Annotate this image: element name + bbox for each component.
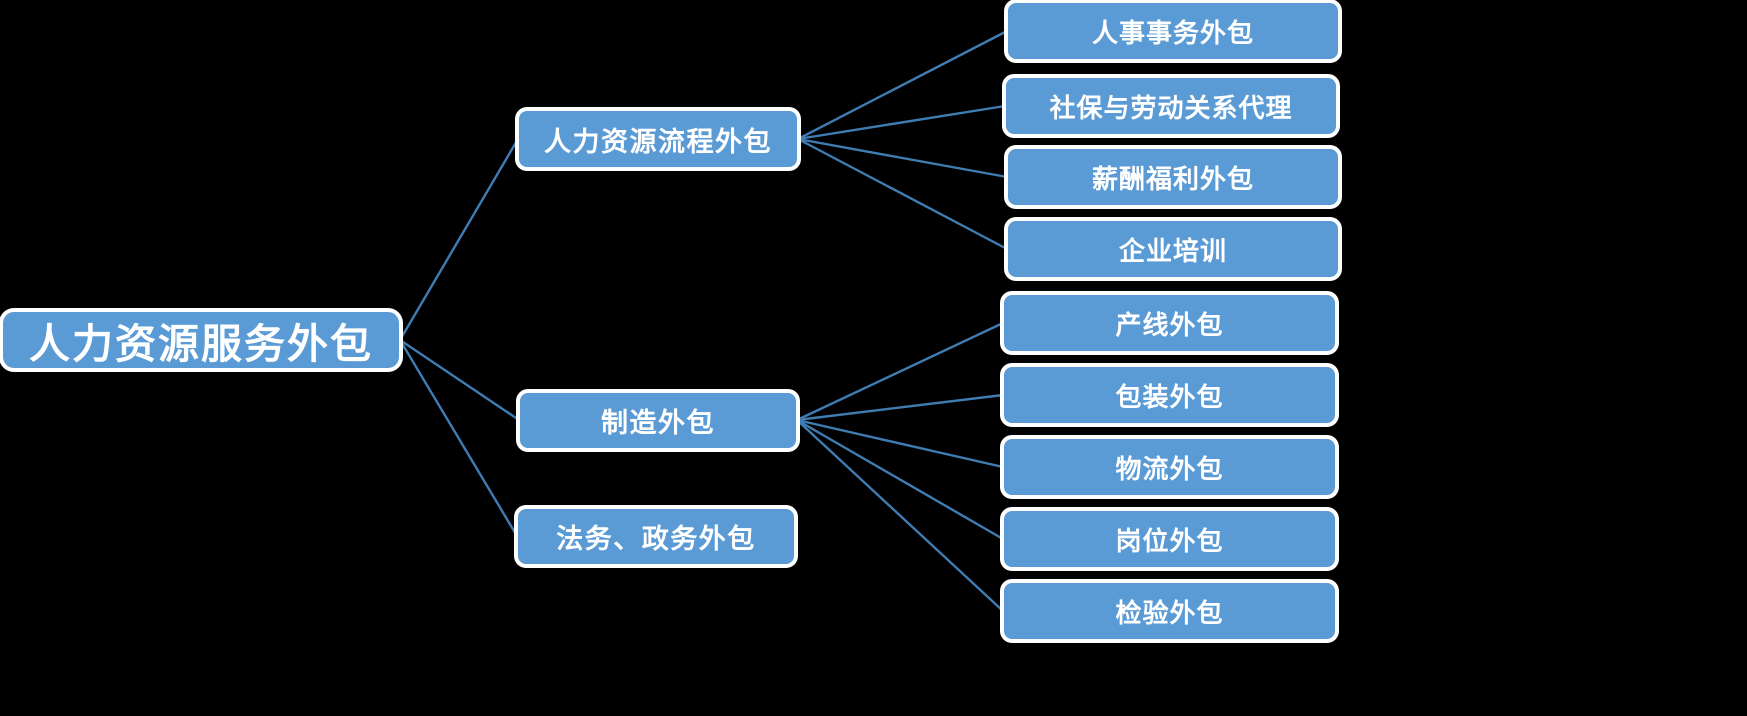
leaf-node-hr-affairs[interactable]: 人事事务外包	[1007, 2, 1339, 60]
connector-manufacturing-to-inspection	[796, 419, 1004, 612]
connector-hr-process-to-training	[797, 137, 1008, 251]
leaf-node-logistics[interactable]: 物流外包	[1003, 438, 1336, 496]
branch-node-manufacturing[interactable]: 制造外包	[519, 392, 797, 449]
connector-manufacturing-to-logistics	[796, 418, 1004, 469]
leaf-node-packaging[interactable]: 包装外包	[1003, 366, 1336, 424]
leaf-node-social-security[interactable]: 社保与劳动关系代理	[1005, 77, 1337, 135]
connector-hr-process-to-social-security	[797, 104, 1006, 141]
connector-hr-process-to-hr-affairs	[797, 29, 1008, 141]
root-node[interactable]: 人力资源服务外包	[2, 311, 400, 369]
connector-hr-process-to-comp-benefits	[797, 137, 1008, 179]
connector-root-to-hr-process	[398, 138, 520, 341]
branch-node-hr-process[interactable]: 人力资源流程外包	[518, 110, 798, 168]
leaf-node-training[interactable]: 企业培训	[1007, 220, 1339, 278]
leaf-node-comp-benefits[interactable]: 薪酬福利外包	[1007, 148, 1339, 206]
connector-manufacturing-to-staffing	[796, 418, 1004, 541]
leaf-node-staffing[interactable]: 岗位外包	[1003, 510, 1336, 568]
connector-root-to-legal-government	[398, 339, 519, 537]
leaf-node-production-line[interactable]: 产线外包	[1003, 294, 1336, 352]
branch-node-legal-government[interactable]: 法务、政务外包	[517, 508, 795, 565]
connector-manufacturing-to-production-line	[796, 321, 1004, 422]
connector-root-to-manufacturing	[399, 339, 520, 421]
connector-manufacturing-to-packaging	[796, 393, 1004, 422]
leaf-node-inspection[interactable]: 检验外包	[1003, 582, 1336, 640]
